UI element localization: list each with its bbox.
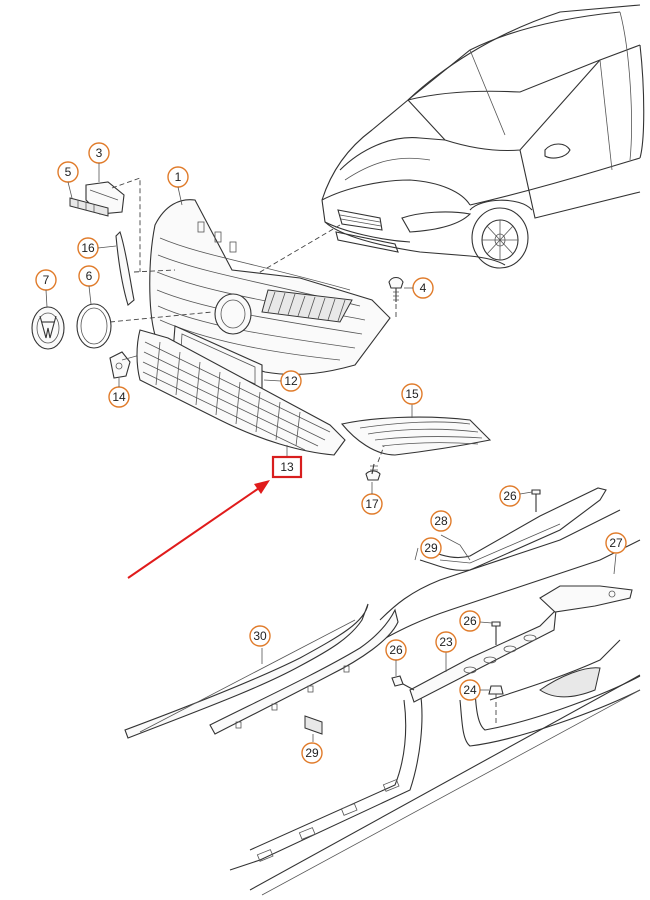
sill-trim-30 [124, 603, 369, 739]
svg-text:7: 7 [43, 273, 50, 287]
callout-26-mid: 26 [459, 610, 481, 632]
svg-text:14: 14 [112, 390, 126, 404]
callout-29-bottom: 29 [301, 742, 323, 764]
svg-text:3: 3 [96, 146, 103, 160]
leader-28-29 [440, 534, 471, 561]
svg-text:4: 4 [420, 281, 427, 295]
callout-27: 27 [605, 532, 627, 554]
screw-26-mid [491, 621, 501, 645]
guide-bracket [111, 177, 141, 272]
svg-text:29: 29 [424, 541, 438, 555]
upper-grille [149, 199, 391, 376]
bracket-14 [109, 351, 131, 379]
guide-emblem [109, 311, 213, 323]
svg-text:26: 26 [463, 614, 477, 628]
emblem-ring [76, 303, 112, 349]
nut-24 [488, 685, 504, 724]
bracket-5 [69, 197, 109, 217]
svg-text:16: 16 [81, 241, 95, 255]
svg-text:26: 26 [389, 643, 403, 657]
trim-strip-16 [115, 230, 135, 306]
callout-5: 5 [57, 161, 79, 183]
callout-16: 16 [77, 237, 99, 259]
leader-27 [613, 553, 617, 575]
callout-13-highlighted: 13 [271, 455, 303, 479]
svg-text:28: 28 [434, 514, 448, 528]
guide-car-to-grille [249, 224, 341, 279]
bracket-23 [409, 608, 557, 703]
svg-text:27: 27 [609, 536, 623, 550]
svg-text:13: 13 [280, 460, 294, 474]
svg-text:29: 29 [305, 746, 319, 760]
svg-text:5: 5 [65, 165, 72, 179]
callout-6: 6 [78, 265, 100, 287]
sill-cover [209, 608, 399, 735]
svg-text:17: 17 [365, 497, 379, 511]
callout-30: 30 [249, 625, 271, 647]
svg-text:15: 15 [405, 387, 419, 401]
guide-16 [133, 269, 176, 273]
highlight-arrow [127, 480, 270, 579]
vw-emblem [31, 306, 65, 350]
svg-text:6: 6 [86, 269, 93, 283]
lower-grille-13 [136, 329, 346, 456]
screw-26-low [391, 675, 415, 691]
svg-text:23: 23 [439, 635, 453, 649]
clip-29 [304, 715, 323, 742]
callout-7: 7 [35, 269, 57, 291]
svg-text:12: 12 [284, 374, 298, 388]
svg-text:24: 24 [463, 683, 477, 697]
callout-1: 1 [167, 166, 189, 188]
guide-17 [377, 445, 385, 463]
callout-3: 3 [88, 142, 110, 164]
screw-26-top [531, 489, 541, 512]
car-illustration [321, 4, 645, 269]
side-grille-15 [341, 416, 492, 456]
callout-28: 28 [430, 510, 452, 532]
svg-text:1: 1 [175, 170, 182, 184]
callout-17: 17 [361, 493, 383, 515]
callout-26-top: 26 [499, 485, 521, 507]
sill-structure [229, 487, 641, 896]
callout-24: 24 [459, 679, 481, 701]
callout-23: 23 [435, 631, 457, 653]
svg-text:30: 30 [253, 629, 267, 643]
callout-4: 4 [412, 277, 434, 299]
bracket-27 [539, 585, 633, 613]
callout-12: 12 [280, 370, 302, 392]
callout-15: 15 [401, 383, 423, 405]
svg-text:26: 26 [503, 489, 517, 503]
screw-4 [388, 276, 404, 302]
leader-29 [414, 547, 419, 561]
screw-17 [365, 463, 381, 481]
callout-29-top: 29 [420, 537, 442, 559]
callout-26-low: 26 [385, 639, 407, 661]
callout-14: 14 [108, 386, 130, 408]
